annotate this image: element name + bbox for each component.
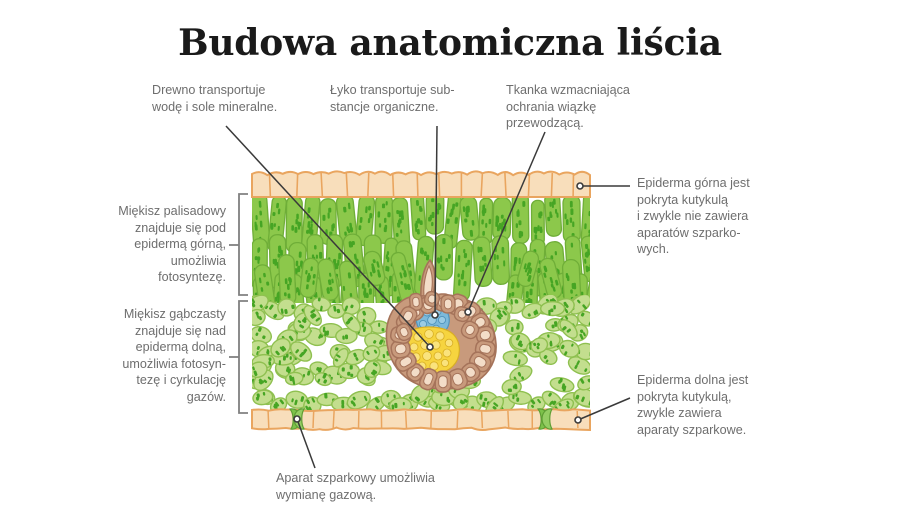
dot-xylem — [426, 343, 434, 351]
label-spongy-mesophyll: Miękisz gąbczasty znajduje się nad epide… — [122, 307, 226, 404]
section-brackets — [229, 193, 248, 414]
label-phloem: Łyko transportuje sub- stancje organiczn… — [330, 83, 455, 114]
leader-phloem — [434, 125, 438, 316]
leader-xylem — [225, 125, 431, 348]
leader-dots — [293, 182, 584, 424]
leader-stoma — [296, 418, 316, 469]
dot-sclerenchyma — [464, 308, 472, 316]
palisade-mesophyll-layer — [252, 193, 590, 303]
label-stoma: Aparat szparkowy umożliwia wymianę gazow… — [276, 471, 435, 502]
leader-lower-epi — [577, 397, 631, 421]
label-palisade-mesophyll: Miękisz palisadowy znajduje się pod epid… — [118, 204, 226, 285]
upper-epidermis — [251, 170, 591, 198]
lower-epidermis — [251, 408, 591, 432]
dot-upper-epi — [576, 182, 584, 190]
sclerenchyma-cells — [389, 290, 496, 393]
bracket-spongy — [238, 300, 248, 414]
stoma-right — [536, 408, 553, 430]
page-title: Budowa anatomiczna liścia — [178, 22, 722, 64]
leader-sclerenchyma — [467, 131, 546, 313]
xylem-tissue — [403, 326, 460, 375]
label-sclerenchyma: Tkanka wzmacniająca ochrania wiązkę prze… — [506, 83, 630, 131]
leader-lines — [225, 125, 631, 469]
dot-phloem — [431, 311, 439, 319]
label-xylem: Drewno transportuje wodę i sole mineraln… — [152, 83, 278, 114]
dot-stoma — [293, 415, 301, 423]
bracket-palisade — [238, 193, 248, 296]
label-lower-epidermis: Epiderma dolna jest pokryta kutykulą, zw… — [637, 373, 749, 437]
dot-lower-epi — [574, 416, 582, 424]
label-upper-epidermis: Epiderma górna jest pokryta kutykulą i z… — [637, 176, 750, 257]
